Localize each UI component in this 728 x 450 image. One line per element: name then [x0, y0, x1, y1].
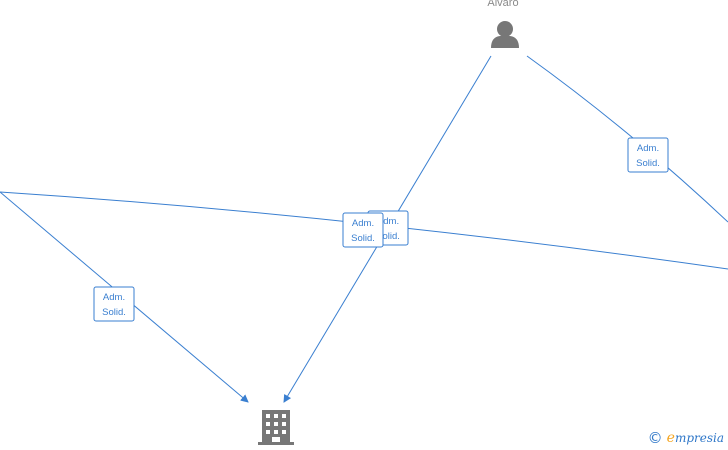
edge-label-long-horizontal[interactable]: Adm. Solid. [342, 212, 384, 248]
svg-text:Solid.: Solid. [102, 307, 126, 318]
svg-text:Solid.: Solid. [636, 158, 660, 169]
svg-text:Adm.: Adm. [103, 292, 125, 303]
edge-label-left-to-company[interactable]: Adm. Solid. [93, 286, 135, 322]
person-icon [491, 21, 519, 48]
svg-text:Solid.: Solid. [351, 233, 375, 244]
person-name: Alvaro [487, 0, 518, 9]
footer-watermark: © empresia [648, 429, 724, 447]
person-node[interactable]: Alvaro [487, 0, 519, 48]
building-icon [258, 410, 294, 445]
svg-text:Solid.: Solid. [376, 231, 400, 242]
copyright-icon: © [647, 429, 663, 447]
svg-text:Adm.: Adm. [377, 216, 399, 227]
brand-logo: empresia [666, 430, 724, 446]
edge-person-to-right [526, 55, 728, 223]
edge-label-person-to-right[interactable]: Adm. Solid. [627, 137, 669, 173]
svg-text:Adm.: Adm. [352, 218, 374, 229]
company-node[interactable] [258, 410, 294, 445]
svg-text:Adm.: Adm. [637, 143, 659, 154]
